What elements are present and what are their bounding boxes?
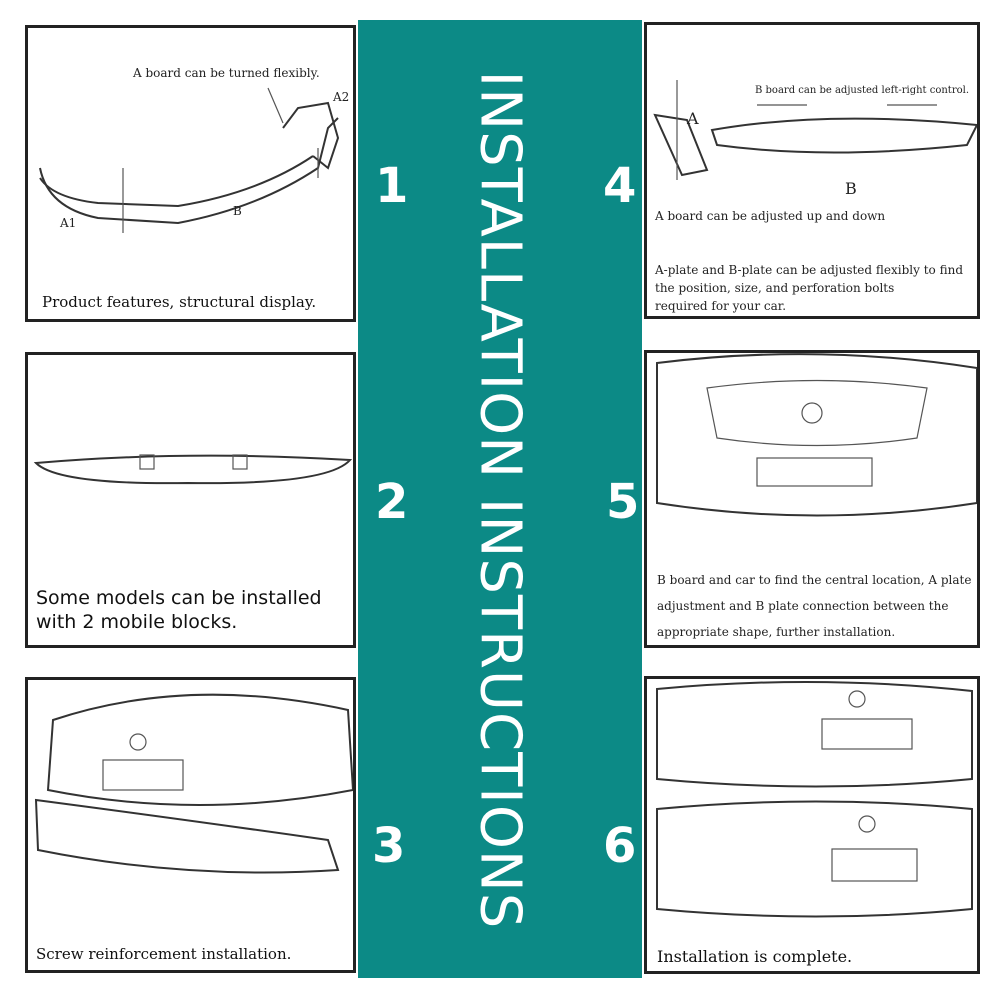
spoiler-adjust-diagram-4 xyxy=(653,80,977,180)
step-caption-2-line2: with 2 mobile blocks. xyxy=(36,611,238,633)
step-number-5: 5 xyxy=(606,474,640,530)
page-title: INSTALLATION INSTRUCTIONS xyxy=(467,70,533,930)
step-caption-4-line3: required for your car. xyxy=(655,299,787,313)
spoiler-diagram-1 xyxy=(39,87,340,233)
step-panel-6: Installation is complete. xyxy=(644,676,980,974)
label-b-left-right: B board can be adjusted left-right contr… xyxy=(755,85,969,96)
step-caption-5-line2: adjustment and B plate connection betwee… xyxy=(657,599,949,613)
label-a1: A1 xyxy=(60,216,77,230)
step-panel-1: A board can be turned flexibly. A2 A1 B … xyxy=(25,25,356,322)
step-panel-3: Screw reinforcement installation. xyxy=(25,677,356,973)
spoiler-diagram-2 xyxy=(33,454,353,485)
step-panel-5: B board and car to find the central loca… xyxy=(644,350,980,648)
step-number-1: 1 xyxy=(375,158,409,214)
label-a-up-down: A board can be adjusted up and down xyxy=(655,209,886,223)
step-number-6: 6 xyxy=(603,818,637,874)
center-band xyxy=(358,20,642,978)
step-caption-4-line1: A-plate and B-plate can be adjusted flex… xyxy=(655,263,963,277)
step-caption-6: Installation is complete. xyxy=(657,947,853,966)
step-caption-1: Product features, structural display. xyxy=(42,293,317,311)
step-panel-4: B board can be adjusted left-right contr… xyxy=(644,22,980,319)
step-caption-3: Screw reinforcement installation. xyxy=(36,945,292,963)
step-caption-5-line3: appropriate shape, further installation. xyxy=(657,625,896,639)
step-panel-2: Some models can be installed with 2 mobi… xyxy=(25,352,356,648)
label-b: B xyxy=(845,179,857,198)
step-caption-5-line1: B board and car to find the central loca… xyxy=(657,573,972,587)
label-a2: A2 xyxy=(333,90,350,104)
step-number-4: 4 xyxy=(603,158,637,214)
step-number-2: 2 xyxy=(375,474,409,530)
label-a: A xyxy=(687,109,699,128)
car-installed-diagram-6 xyxy=(656,680,973,918)
car-grille-diagram-5 xyxy=(656,353,977,517)
car-front-diagram-3 xyxy=(34,693,353,874)
label-b: B xyxy=(233,204,242,218)
step-number-3: 3 xyxy=(372,818,406,874)
step-caption-4-line2: the position, size, and perforation bolt… xyxy=(655,281,895,295)
label-a-board-turn: A board can be turned flexibly. xyxy=(133,66,320,80)
step-caption-2-line1: Some models can be installed xyxy=(36,587,322,609)
